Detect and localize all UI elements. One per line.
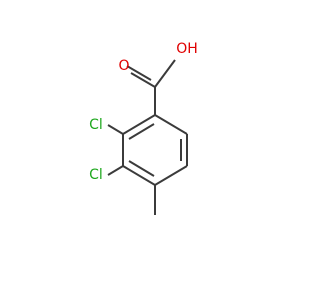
structure-diagram: O OH Cl Cl xyxy=(89,41,198,215)
bond-c3-cl xyxy=(107,165,124,176)
bond-c2-cl xyxy=(107,124,124,135)
carboxyl-group: O OH xyxy=(118,41,198,115)
hydroxyl-label: OH xyxy=(176,41,198,57)
benzene-ring xyxy=(122,114,188,186)
bond-carbonyl-1 xyxy=(130,72,156,88)
chlorine-bottom-label: Cl xyxy=(89,167,103,183)
bond-c6-c1 xyxy=(154,114,188,135)
chlorine-substituents: Cl Cl xyxy=(89,117,124,183)
bond-c1-c2-double xyxy=(128,123,155,140)
bond-c4-c5 xyxy=(154,165,188,186)
bond-c1-c2 xyxy=(122,114,156,135)
carbonyl-oxygen-label: O xyxy=(118,58,129,74)
bond-c3-c4 xyxy=(122,165,156,186)
bond-c3-c4-double xyxy=(128,160,155,177)
bond-carbonyl-2 xyxy=(126,65,152,81)
chlorine-top-label: Cl xyxy=(89,117,103,133)
bond-c-oh xyxy=(154,59,176,88)
